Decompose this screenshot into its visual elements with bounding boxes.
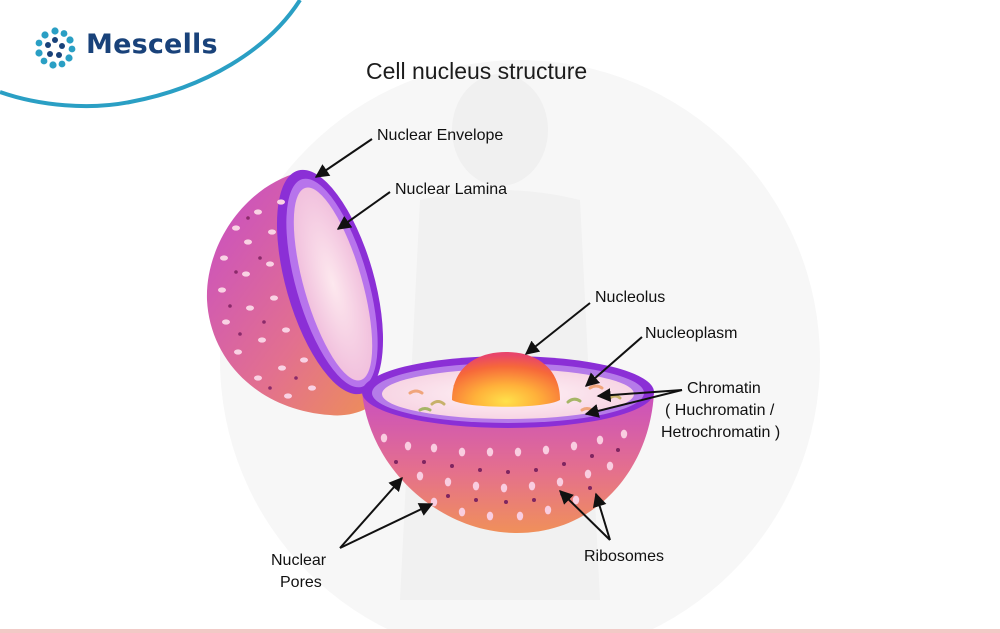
left-shell-pores — [218, 199, 316, 399]
label-ribosomes: Ribosomes — [584, 548, 665, 565]
label-chromatin: Chromatin — [687, 380, 761, 397]
header-swoosh — [0, 0, 302, 109]
left-hemisphere — [206, 169, 384, 416]
arrow-chromatin-1 — [596, 388, 683, 403]
arrow-ribosomes-2 — [592, 492, 611, 541]
arrow-nucleoplasm — [584, 336, 643, 387]
arrow-ribosomes-1 — [559, 490, 611, 541]
label-nuclear-pores-line1: Nuclear — [271, 552, 327, 569]
label-nuclear-lamina: Nuclear Lamina — [395, 181, 508, 198]
molecule-ring-icon — [35, 27, 76, 69]
arrow-nucleolus — [524, 302, 591, 355]
bottom-hemisphere — [362, 352, 654, 534]
arrow-pores-2 — [339, 503, 434, 549]
arrow-nuclear-lamina — [336, 191, 391, 230]
label-chromatin-euchromatin: ( Huchromatin / — [665, 402, 775, 419]
bottom-rule — [0, 629, 1000, 633]
pointer-arrows — [314, 138, 683, 549]
label-nuclear-pores-line2: Pores — [280, 574, 322, 591]
arrow-nuclear-envelope — [314, 138, 373, 178]
brand-name[interactable]: Mescells — [86, 29, 218, 60]
diagram-title: Cell nucleus structure — [366, 58, 588, 84]
arrow-chromatin-2 — [584, 389, 683, 418]
label-chromatin-heterochromatin: Hetrochromatin ) — [661, 424, 781, 441]
label-nucleolus: Nucleolus — [595, 289, 666, 306]
nucleolus — [452, 352, 560, 407]
arrow-pores-1 — [339, 476, 403, 549]
label-nucleoplasm: Nucleoplasm — [645, 325, 738, 342]
label-nuclear-envelope: Nuclear Envelope — [377, 127, 504, 144]
